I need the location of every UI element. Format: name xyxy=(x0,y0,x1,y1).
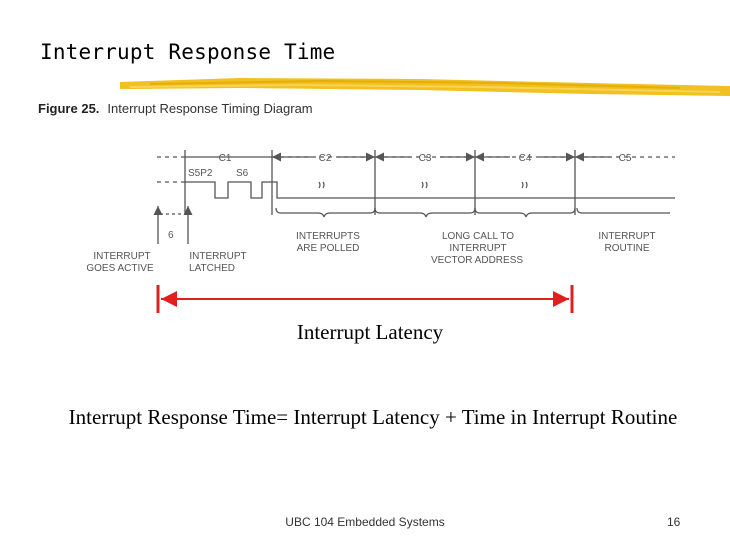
state-label-s5p2: S5P2 xyxy=(188,168,213,179)
label-polled-1: INTERRUPTS xyxy=(296,231,360,242)
figure-caption: Figure 25. Interrupt Response Timing Diag… xyxy=(38,101,313,116)
slide-footer: UBC 104 Embedded Systems xyxy=(285,515,445,529)
label-goes-active-1: INTERRUPT xyxy=(93,251,150,262)
delay-label: 6 xyxy=(168,230,174,241)
cycle-axis xyxy=(157,150,675,215)
state-label-s6: S6 xyxy=(236,168,249,179)
label-long-call-3: VECTOR ADDRESS xyxy=(431,255,523,266)
label-routine-2: ROUTINE xyxy=(605,243,650,254)
label-long-call-1: LONG CALL TO xyxy=(442,231,514,242)
label-long-call-2: INTERRUPT xyxy=(449,243,506,254)
label-latched-1: INTERRUPT xyxy=(189,251,246,262)
label-goes-active-2: GOES ACTIVE xyxy=(86,263,154,274)
cycle-label-c5: C5 xyxy=(619,153,632,164)
cycle-label-c2: C2 xyxy=(319,153,332,164)
latency-bracket xyxy=(156,285,574,313)
label-latched-2: LATCHED xyxy=(189,263,235,274)
label-polled-2: ARE POLLED xyxy=(297,243,360,254)
cycle-label-c1: C1 xyxy=(219,153,232,164)
latency-label: Interrupt Latency xyxy=(296,320,444,344)
cycle-label-c4: C4 xyxy=(519,153,532,164)
phase-brace xyxy=(275,181,670,218)
cycle-label-c3: C3 xyxy=(419,153,432,164)
figure-number: Figure 25. xyxy=(38,101,100,116)
label-routine-1: INTERRUPT xyxy=(598,231,655,242)
timing-diagram: C1 C2 C3 C4 C5 S5P2 S6 6 INTERRUPT GOES … xyxy=(86,150,675,274)
activation-markers xyxy=(153,206,193,244)
response-time-formula: Interrupt Response Time= Interrupt Laten… xyxy=(68,405,678,429)
figure-caption-text: Interrupt Response Timing Diagram xyxy=(107,101,313,116)
page-number: 16 xyxy=(667,515,681,529)
slide-title: Interrupt Response Time xyxy=(40,40,336,64)
clock-waveform xyxy=(157,181,675,199)
title-underline-brush xyxy=(120,78,730,96)
